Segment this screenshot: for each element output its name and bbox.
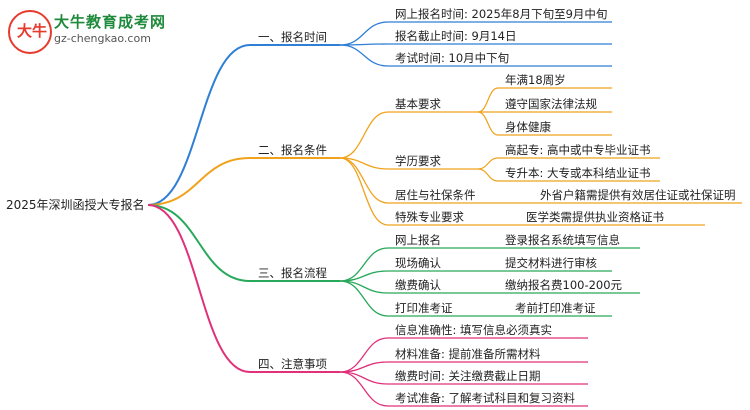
branch-connector-1 [147,44,251,206]
b3-sub-1-leaf-1: 登录报名系统填写信息 [505,233,620,247]
b2-sub-4-leaf-1: 医学类需提供执业资格证书 [526,210,664,224]
b4-leaf-2: 材料准备: 提前准备所需材料 [395,347,541,361]
b4-leaf-1: 信息准确性: 填写信息必须真实 [395,323,553,337]
b3-sub-3: 缴费确认 [395,278,441,292]
branch-connector-3 [147,204,251,282]
b2-sub-4: 特殊专业要求 [395,210,464,224]
site-logo: 大牛 大牛教育成考网 gz-chengkao.com [8,8,188,54]
b3-sub-4-leaf-1: 考前打印准考证 [515,301,596,315]
branch-2-label: 二、报名条件 [258,143,327,157]
logo-emblem: 大牛 [8,10,52,54]
b2-sub-2-leaf-1: 高起专: 高中或中专毕业证书 [505,143,651,157]
b1-connector-1 [339,21,389,46]
b1-leaf-2: 报名截止时间: 9月14日 [395,29,517,43]
b2-sub-1-leaf-connector-3 [477,111,499,136]
b3-sub-3-leaf-1: 缴纳报名费100-200元 [505,278,623,292]
b3-sub-connector-4 [339,280,389,317]
b3-sub-1: 网上报名 [395,233,441,247]
logo-mark-text: 大牛 [17,22,48,40]
b2-sub-1-leaf-1: 年满18周岁 [505,73,566,87]
b2-sub-3: 居住与社保条件 [395,188,476,202]
b2-sub-1-leaf-connector-1 [477,87,499,113]
b4-connector-4 [339,371,389,407]
b2-sub-1-leaf-2: 遵守国家法律法规 [505,97,597,111]
b1-leaf-3: 考试时间: 10月中下旬 [395,51,510,65]
b2-sub-2-leaf-connector-1 [477,157,499,170]
b3-sub-2: 现场确认 [395,256,441,270]
logo-url: gz-chengkao.com [54,32,151,45]
branch-1-label: 一、报名时间 [258,30,327,44]
b4-leaf-4: 考试准备: 了解考试科目和复习资料 [395,391,576,405]
branch-3-label: 三、报名流程 [258,266,327,280]
b3-sub-4: 打印准考证 [395,301,453,315]
branch-connector-2 [147,157,251,206]
b2-sub-2-leaf-2: 专升本: 大专或本科结业证书 [505,166,651,180]
root-topic: 2025年深圳函授大专报名 [6,198,145,212]
branch-connector-4 [147,204,251,373]
b2-sub-connector-3 [339,157,389,204]
b1-connector-3 [339,44,389,67]
b2-sub-connector-4 [339,157,389,226]
b1-leaf-1: 网上报名时间: 2025年8月下旬至9月中旬 [395,7,608,21]
b3-sub-2-leaf-1: 提交材料进行审核 [505,256,597,270]
b4-leaf-3: 缴费时间: 关注缴费截止日期 [395,369,541,383]
b2-sub-1: 基本要求 [395,97,441,111]
b2-sub-3-leaf-1: 外省户籍需提供有效居住证或社保证明 [540,188,736,202]
branch-4-label: 四、注意事项 [258,357,327,371]
b2-sub-1-leaf-3: 身体健康 [505,120,551,134]
logo-title: 大牛教育成考网 [54,13,167,31]
b2-sub-2: 学历要求 [395,154,441,168]
b2-sub-connector-1 [339,111,389,159]
b2-sub-2-leaf-connector-2 [477,168,499,182]
